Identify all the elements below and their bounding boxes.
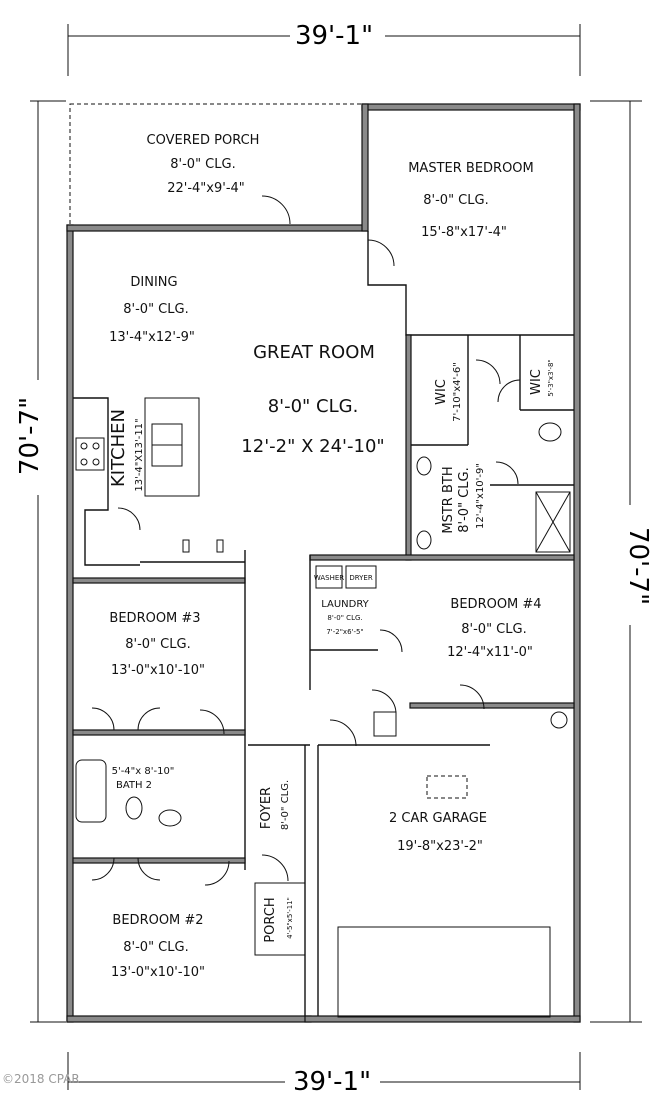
garage-door-opening: [337, 926, 551, 1018]
bed4-closet-door: [459, 684, 485, 710]
bath-2-name: BATH 2: [116, 780, 152, 791]
fixtures: WASHER DRYER: [75, 422, 571, 1018]
bath-2-size: 5'-4"x 8'-10": [112, 766, 175, 777]
dining-ceiling: 8'-0" CLG.: [123, 302, 188, 317]
front-door: [261, 854, 289, 882]
master-bath-name: MSTR BTH: [441, 466, 456, 533]
wic-2-name: WIC: [529, 369, 544, 395]
bathtub: [75, 759, 107, 823]
bedroom-3-size: 13'-0"x10'-10": [111, 663, 205, 678]
exterior-walls: [66, 103, 581, 1023]
laundry-ceiling: 8'-0" CLG.: [327, 614, 362, 622]
bed2-closet-door-a: [91, 857, 115, 881]
master-bedroom-size: 15'-8"x17'-4": [421, 225, 507, 240]
dining-name: DINING: [130, 275, 177, 290]
bed3-door: [199, 709, 225, 735]
great-room-name: GREAT ROOM: [253, 342, 375, 363]
master-bedroom-name: MASTER BEDROOM: [408, 161, 534, 176]
covered-porch-outline: [69, 103, 366, 227]
foyer-name: FOYER: [259, 787, 274, 829]
washer-label: WASHER: [314, 574, 344, 582]
doors: [91, 195, 521, 886]
water-heater: [373, 711, 397, 737]
bedroom-2-name: BEDROOM #2: [112, 913, 203, 928]
master-bath-size: 12'-4"x10'-9": [475, 463, 486, 529]
wic-1-size: 7'-10"x4'-6": [452, 362, 463, 422]
covered-porch-size: 22'-4"x9'-4": [167, 181, 245, 196]
master-door: [367, 239, 395, 267]
top-dimension: 39'-1": [67, 21, 581, 76]
master-toilet: [538, 422, 562, 442]
right-dimension: 70'-7": [590, 100, 653, 1023]
great-room-ceiling: 8'-0" CLG.: [268, 396, 359, 417]
interior-walls: [72, 231, 575, 1016]
attic-hatch: [426, 775, 468, 799]
left-dimension: 70'-7": [15, 100, 66, 1023]
master-sink-1: [416, 456, 432, 476]
bedroom-4-size: 12'-4"x11'-0": [447, 645, 533, 660]
dryer: [345, 565, 377, 589]
bedroom-2-size: 13'-0"x10'-10": [111, 965, 205, 980]
laundry-name: LAUNDRY: [321, 599, 369, 610]
bar-stool-1: [182, 539, 190, 553]
right-depth-label: 70'-7": [623, 527, 653, 605]
bedroom-3-name: BEDROOM #3: [109, 611, 200, 626]
great-room-size: 12'-2" X 24'-10": [241, 436, 384, 457]
bed2-door: [204, 860, 230, 886]
wic-2-size: 5'-3"x3'-8": [547, 359, 555, 396]
wic-door-1: [475, 359, 501, 385]
laundry-door: [371, 689, 397, 715]
wic-1-name: WIC: [434, 379, 449, 405]
stove: [75, 437, 105, 471]
bed4-door: [379, 629, 403, 653]
bed3-closet-door-a: [91, 707, 115, 731]
kitchen-size: 13'-4"X13'-11": [134, 418, 145, 491]
foyer-ceiling: 8'-0" CLG.: [280, 780, 291, 830]
room-labels: COVERED PORCH 8'-0" CLG. 22'-4"x9'-4" MA…: [108, 133, 555, 980]
bar-stool-2: [216, 539, 224, 553]
dining-size: 13'-4"x12'-9": [109, 330, 195, 345]
pantry-door: [117, 507, 141, 531]
copyright-watermark: ©2018 CPAR: [2, 1072, 80, 1086]
covered-porch-name: COVERED PORCH: [147, 133, 260, 148]
porch-size: 4'-5"x5'-11": [286, 897, 294, 939]
bedroom-4-ceiling: 8'-0" CLG.: [461, 622, 526, 637]
bed3-closet-door-b: [137, 707, 161, 731]
porch-door: [261, 195, 291, 225]
master-sink-2: [416, 530, 432, 550]
bottom-dimension: 39'-1": [67, 1052, 581, 1097]
bedroom-4-name: BEDROOM #4: [450, 597, 541, 612]
kitchen-name: KITCHEN: [108, 409, 129, 487]
garage-name: 2 CAR GARAGE: [389, 811, 487, 826]
bed2-closet-door-b: [137, 857, 161, 881]
laundry-size: 7'-2"x6'-5": [326, 628, 363, 636]
top-width-label: 39'-1": [295, 21, 373, 51]
garage-hvac: [550, 711, 568, 729]
bottom-width-label: 39'-1": [293, 1067, 371, 1097]
left-depth-label: 70'-7": [15, 397, 45, 475]
sink-bath-2: [158, 809, 182, 827]
covered-porch-ceiling: 8'-0" CLG.: [170, 157, 235, 172]
bath-door: [495, 461, 519, 485]
garage-door: [329, 719, 357, 747]
garage-size: 19'-8"x23'-2": [397, 839, 483, 854]
bedroom-2-ceiling: 8'-0" CLG.: [123, 940, 188, 955]
wic-door-2: [497, 379, 521, 403]
porch-name: PORCH: [263, 897, 278, 942]
master-bedroom-ceiling: 8'-0" CLG.: [423, 193, 488, 208]
bedroom-3-ceiling: 8'-0" CLG.: [125, 637, 190, 652]
toilet-bath-2: [125, 796, 143, 820]
master-bath-ceiling: 8'-0" CLG.: [457, 467, 472, 532]
dryer-label: DRYER: [349, 574, 373, 582]
washer: [315, 565, 343, 589]
